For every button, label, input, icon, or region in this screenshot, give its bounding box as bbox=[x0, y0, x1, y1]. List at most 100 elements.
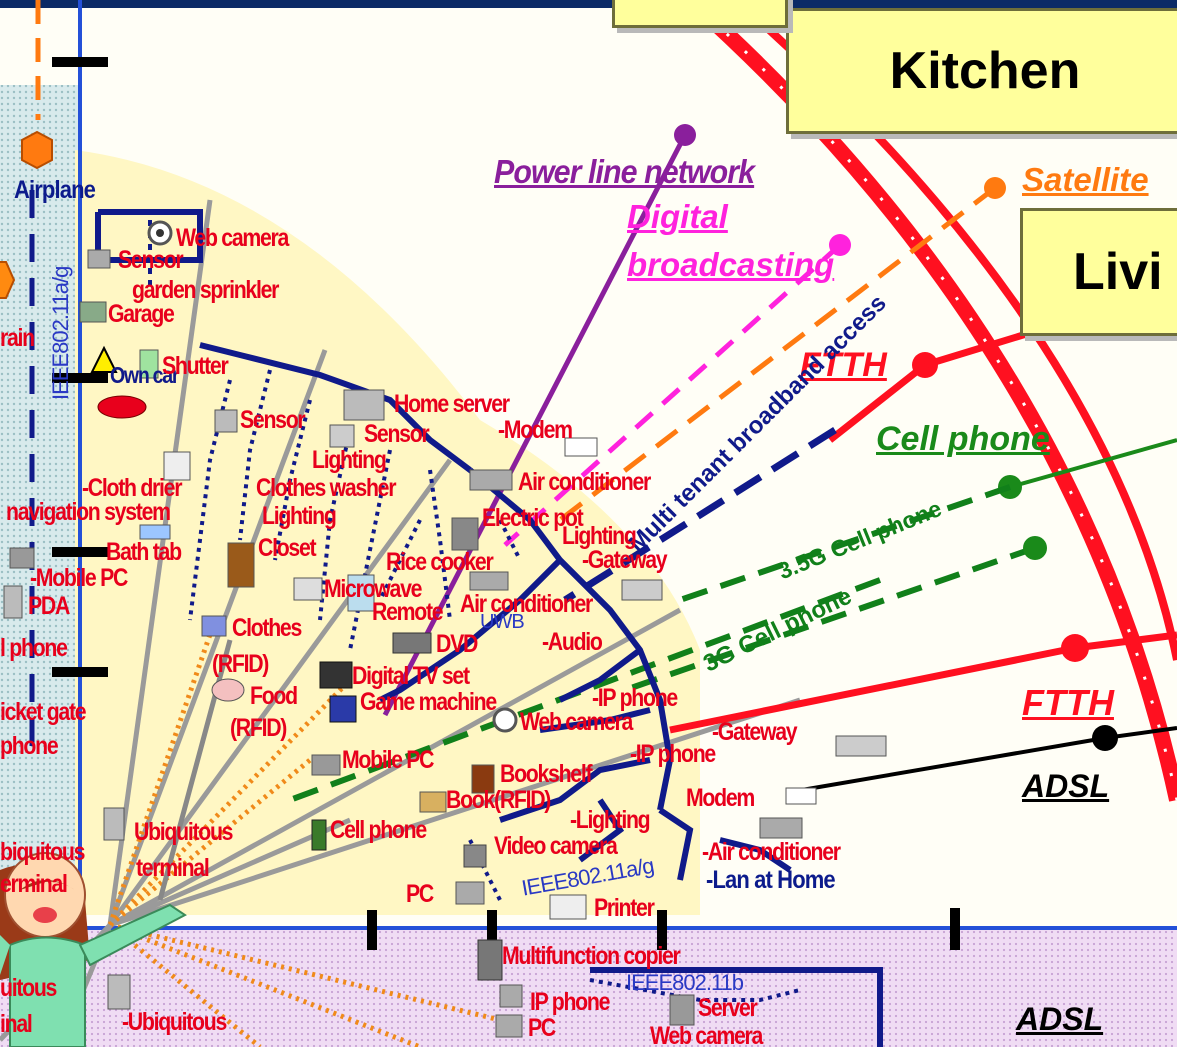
power-line-node bbox=[674, 124, 696, 146]
label-sensor-2: Sensor bbox=[364, 420, 430, 448]
label-adsl-bottom: ADSL bbox=[1016, 1001, 1104, 1037]
room-living: Livi bbox=[1020, 208, 1177, 336]
closet-icon bbox=[227, 542, 255, 588]
label-bath-tab: Bath tab bbox=[106, 538, 182, 566]
label-electric-pot: Electric pot bbox=[482, 504, 584, 532]
label-air-conditioner-2: Air conditioner bbox=[460, 590, 593, 618]
home-lan bbox=[95, 209, 883, 1047]
label-ubiq-bottom-left-2: inal bbox=[0, 1010, 33, 1038]
label-cell-phone: Cell phone bbox=[876, 420, 1050, 458]
room-top-partial bbox=[612, 0, 788, 28]
cell-line-ext bbox=[1009, 438, 1177, 489]
garage-icon bbox=[79, 301, 107, 323]
person-figure bbox=[0, 852, 187, 1047]
label-cell-phone-left: l phone bbox=[0, 634, 68, 662]
cell-phone-icon bbox=[311, 819, 327, 851]
label-ubiq-terminal-1: Ubiquitous bbox=[134, 818, 233, 846]
label-digital-1: Digital bbox=[627, 198, 728, 235]
copier-icon bbox=[477, 939, 503, 981]
label-remote: Remote bbox=[372, 598, 444, 626]
label-ubiq-left-2: erminal bbox=[0, 870, 68, 898]
printer-icon bbox=[549, 894, 587, 920]
modem-mid-icon bbox=[785, 787, 817, 805]
label-mobile-pc-mid: Mobile PC bbox=[342, 746, 435, 774]
label-lighting-1: Lighting bbox=[312, 446, 387, 474]
label-air-conditioner-3: -Air conditioner bbox=[702, 838, 841, 866]
modem-icon bbox=[564, 437, 598, 457]
sensor-mid-icon bbox=[214, 409, 238, 433]
label-rfid-1: (RFID) bbox=[212, 650, 269, 678]
label-air-conditioner-1: Air conditioner bbox=[518, 468, 651, 496]
label-food: Food bbox=[250, 682, 298, 710]
label-game-machine: Game machine bbox=[360, 688, 497, 716]
bottom-region bbox=[0, 930, 1177, 1047]
airplane-icon bbox=[21, 130, 53, 170]
pc-icon bbox=[455, 881, 485, 905]
web-camera-mid-icon bbox=[492, 707, 518, 733]
clothes-icon bbox=[201, 615, 227, 637]
label-modem-mid: Modem bbox=[686, 784, 755, 812]
label-multifunction-copier: Multifunction copier bbox=[502, 942, 681, 970]
label-clothes: Clothes bbox=[232, 614, 302, 642]
label-dvd: DVD bbox=[436, 630, 478, 658]
label-bookshelf: Bookshelf bbox=[500, 760, 593, 788]
satellite-line bbox=[558, 186, 997, 522]
room-kitchen: Kitchen bbox=[786, 8, 1177, 134]
label-web-camera-top: Web camera bbox=[176, 224, 289, 252]
tick-marks bbox=[52, 57, 960, 950]
pc-bottom-icon bbox=[495, 1014, 523, 1038]
sensor-2-icon bbox=[329, 424, 355, 448]
cell-35g-node bbox=[1023, 536, 1047, 560]
book-icon bbox=[419, 791, 447, 813]
label-navigation-system: navigation system bbox=[6, 498, 171, 526]
air-conditioner-3-icon bbox=[759, 817, 803, 839]
label-ftth-top: FTTH bbox=[800, 346, 887, 384]
label-server-bottom: Server bbox=[698, 994, 758, 1022]
header-bar bbox=[0, 0, 1177, 8]
label-pc-mid: PC bbox=[406, 880, 434, 908]
label-book-rfid: Book(RFID) bbox=[446, 786, 551, 814]
pda-icon bbox=[3, 585, 23, 619]
label-gateway-2: -Gateway bbox=[712, 718, 798, 746]
label-shutter: Shutter bbox=[162, 352, 229, 380]
adsl-line bbox=[789, 736, 1106, 794]
shutter-icon bbox=[139, 349, 159, 379]
home-server-icon bbox=[343, 389, 385, 421]
fan-area bbox=[75, 150, 700, 915]
train-icon bbox=[0, 261, 16, 299]
dvd-icon bbox=[392, 632, 432, 654]
label-ticket-gate: icket gate bbox=[0, 698, 87, 726]
label-lan-at-home: -Lan at Home bbox=[706, 866, 836, 894]
label-ubiq-bottom-left-1: uitous bbox=[0, 974, 57, 1002]
label-garden-sprinkler: garden sprinkler bbox=[132, 276, 279, 304]
label-audio: -Audio bbox=[542, 628, 603, 656]
label-modem-top: -Modem bbox=[498, 416, 573, 444]
digital-broadcast-node bbox=[829, 234, 851, 256]
left-strip bbox=[0, 85, 78, 915]
microwave-icon bbox=[293, 577, 323, 601]
gateway-icon bbox=[621, 579, 663, 601]
server-bottom-icon bbox=[669, 994, 695, 1026]
label-ubiq-terminal-2: terminal bbox=[136, 854, 210, 882]
multi-tenant-line bbox=[563, 427, 837, 603]
cell-3g-upper bbox=[679, 484, 1011, 603]
label-uwb: UWB bbox=[480, 611, 525, 633]
ftth-mid-ext bbox=[1074, 631, 1177, 652]
label-home-server: Home server bbox=[394, 390, 510, 418]
label-lighting-2: Lighting bbox=[262, 502, 337, 530]
warning-icon bbox=[90, 345, 118, 373]
electric-pot-icon bbox=[451, 517, 479, 551]
label-digital-tv: Digital TV set bbox=[352, 662, 470, 690]
power-line bbox=[382, 133, 688, 717]
label-garage: Garage bbox=[108, 300, 175, 328]
label-video-camera: Video camera bbox=[494, 832, 618, 860]
label-ip-phone-2: -IP phone bbox=[630, 740, 716, 768]
device-icons bbox=[3, 220, 887, 1038]
sensor-icon bbox=[87, 249, 111, 269]
label-ubiq-left-1: biquitous bbox=[0, 838, 85, 866]
video-camera-icon bbox=[463, 844, 487, 868]
gray-rays bbox=[107, 199, 801, 928]
label-train: rain bbox=[0, 324, 35, 352]
